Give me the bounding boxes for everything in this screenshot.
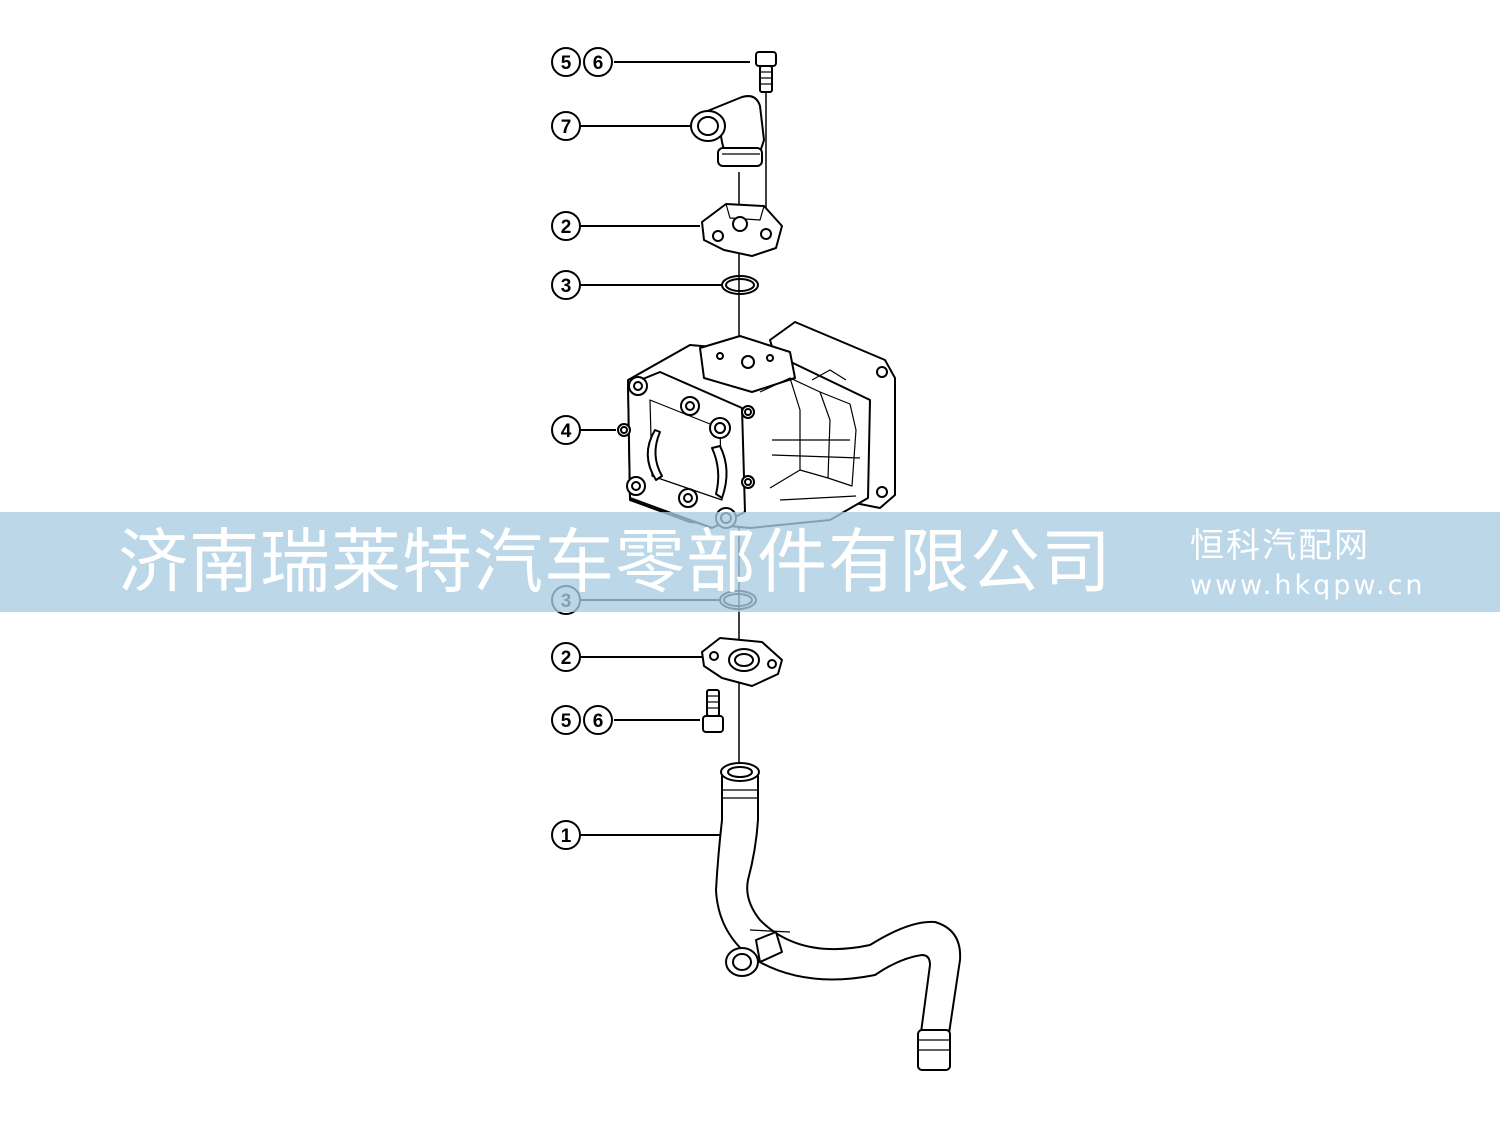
callout-6-bottom: 6 (583, 705, 613, 735)
callout-5-bottom: 5 (551, 705, 581, 735)
callout-6-top: 6 (583, 47, 613, 77)
bolt-top-part (755, 51, 777, 93)
svg-text:4: 4 (561, 421, 572, 442)
svg-text:6: 6 (593, 711, 604, 732)
elbow-connector-part (690, 95, 765, 167)
watermark-brand-name: 恒科汽配网 (1190, 526, 1370, 566)
flange-top-part (701, 203, 783, 257)
callout-4: 4 (551, 415, 581, 445)
bolt-bottom-part (702, 689, 724, 733)
svg-text:2: 2 (561, 217, 572, 238)
flange-bottom-part (701, 637, 783, 687)
svg-text:6: 6 (593, 53, 604, 74)
svg-text:3: 3 (561, 276, 572, 297)
pump-body-part (617, 321, 896, 529)
callout-2-top: 2 (551, 211, 581, 241)
callout-7: 7 (551, 111, 581, 141)
pipe-part (715, 762, 962, 1071)
callout-3-top: 3 (551, 270, 581, 300)
watermark-url: www.hkqpw.cn (1190, 570, 1426, 601)
svg-text:5: 5 (561, 711, 572, 732)
watermark-company-name: 济南瑞莱特汽车零部件有限公司 (118, 521, 1112, 603)
svg-text:2: 2 (561, 648, 572, 669)
o-ring-top-part (721, 275, 759, 295)
svg-text:7: 7 (561, 117, 572, 138)
svg-text:5: 5 (561, 53, 572, 74)
callout-5-top: 5 (551, 47, 581, 77)
callout-1: 1 (551, 820, 581, 850)
watermark-banner: 济南瑞莱特汽车零部件有限公司 恒科汽配网 www.hkqpw.cn (0, 512, 1500, 612)
svg-text:1: 1 (561, 826, 572, 847)
callout-2-bottom: 2 (551, 642, 581, 672)
